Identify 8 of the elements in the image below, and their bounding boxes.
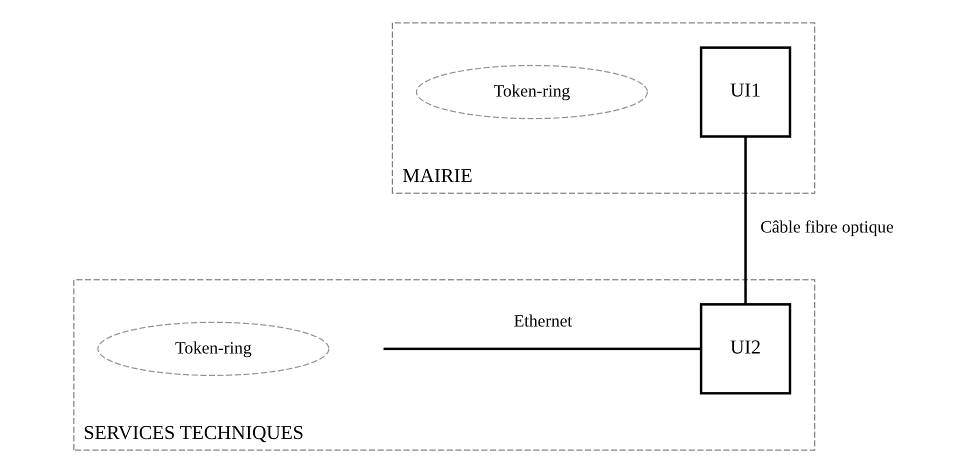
node-ellipse: Token-ring xyxy=(416,64,648,120)
edge-label: Ethernet xyxy=(514,311,572,330)
node-box: UI2 xyxy=(700,303,792,395)
connector xyxy=(744,137,747,304)
node-box: UI1 xyxy=(700,46,792,138)
connector xyxy=(384,348,701,350)
node-ellipse: Token-ring xyxy=(97,322,330,376)
edge-label: Câble fibre optique xyxy=(760,217,894,236)
